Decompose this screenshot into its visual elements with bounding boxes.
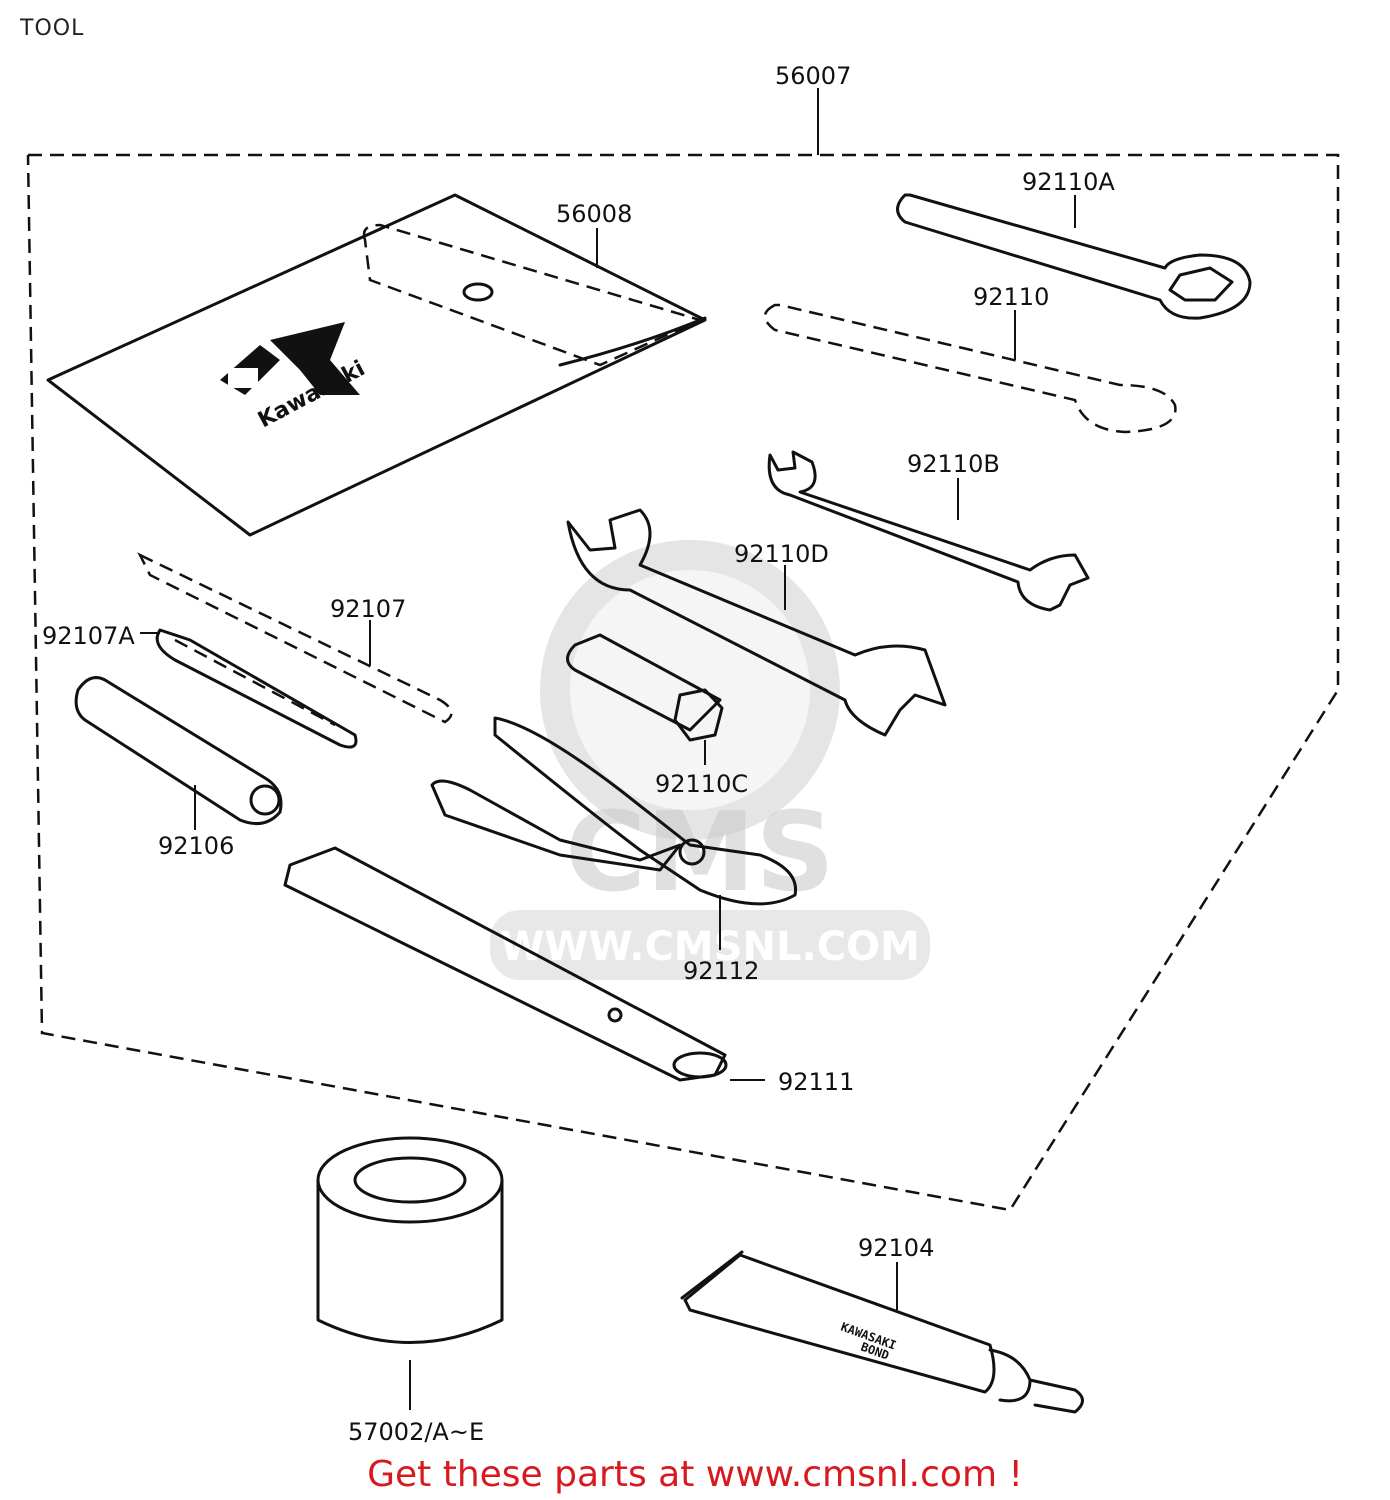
cms-watermark: CMS WWW.CMSNL.COM <box>490 540 930 980</box>
callout-92107[interactable]: 92107 <box>330 595 407 623</box>
grip-handle <box>74 676 283 830</box>
extension-bar <box>283 846 765 1082</box>
callout-92111[interactable]: 92111 <box>778 1068 855 1096</box>
watermark-url: WWW.CMSNL.COM <box>500 924 920 970</box>
plug-wrench <box>566 633 724 765</box>
kit-outline <box>26 88 1340 1212</box>
ring-wrench <box>763 303 1177 434</box>
callout-92110a[interactable]: 92110A <box>1022 168 1115 196</box>
callout-92110d[interactable]: 92110D <box>734 540 829 568</box>
bond-tube: KAWASAKI BOND <box>680 1250 1084 1414</box>
callout-92112[interactable]: 92112 <box>683 957 760 985</box>
open-wrench-b <box>767 450 1090 612</box>
callout-56008[interactable]: 56008 <box>556 200 633 228</box>
page-title: TOOL <box>20 16 85 41</box>
callout-92107a[interactable]: 92107A <box>42 622 135 650</box>
ring-wrench-a <box>896 193 1252 320</box>
callout-92110b[interactable]: 92110B <box>907 450 1000 478</box>
callout-92106[interactable]: 92106 <box>158 832 235 860</box>
callout-92104[interactable]: 92104 <box>858 1234 935 1262</box>
kawasaki-logo <box>220 322 360 395</box>
callout-56007[interactable]: 56007 <box>775 62 852 90</box>
callout-57002[interactable]: 57002/A~E <box>348 1418 485 1446</box>
callout-92110[interactable]: 92110 <box>973 283 1050 311</box>
screwdriver-a <box>140 628 358 749</box>
open-wrench-d <box>566 508 947 737</box>
pliers <box>430 716 798 950</box>
promo-link[interactable]: Get these parts at www.cmsnl.com ! <box>367 1454 1023 1495</box>
oil-filter-graphic <box>316 1136 504 1410</box>
promo-banner: Get these parts at www.cmsnl.com ! <box>0 1454 1390 1495</box>
callout-92110c[interactable]: 92110C <box>655 770 749 798</box>
tool-pouch: Kawasaki <box>46 193 707 537</box>
screwdriver <box>137 552 453 724</box>
